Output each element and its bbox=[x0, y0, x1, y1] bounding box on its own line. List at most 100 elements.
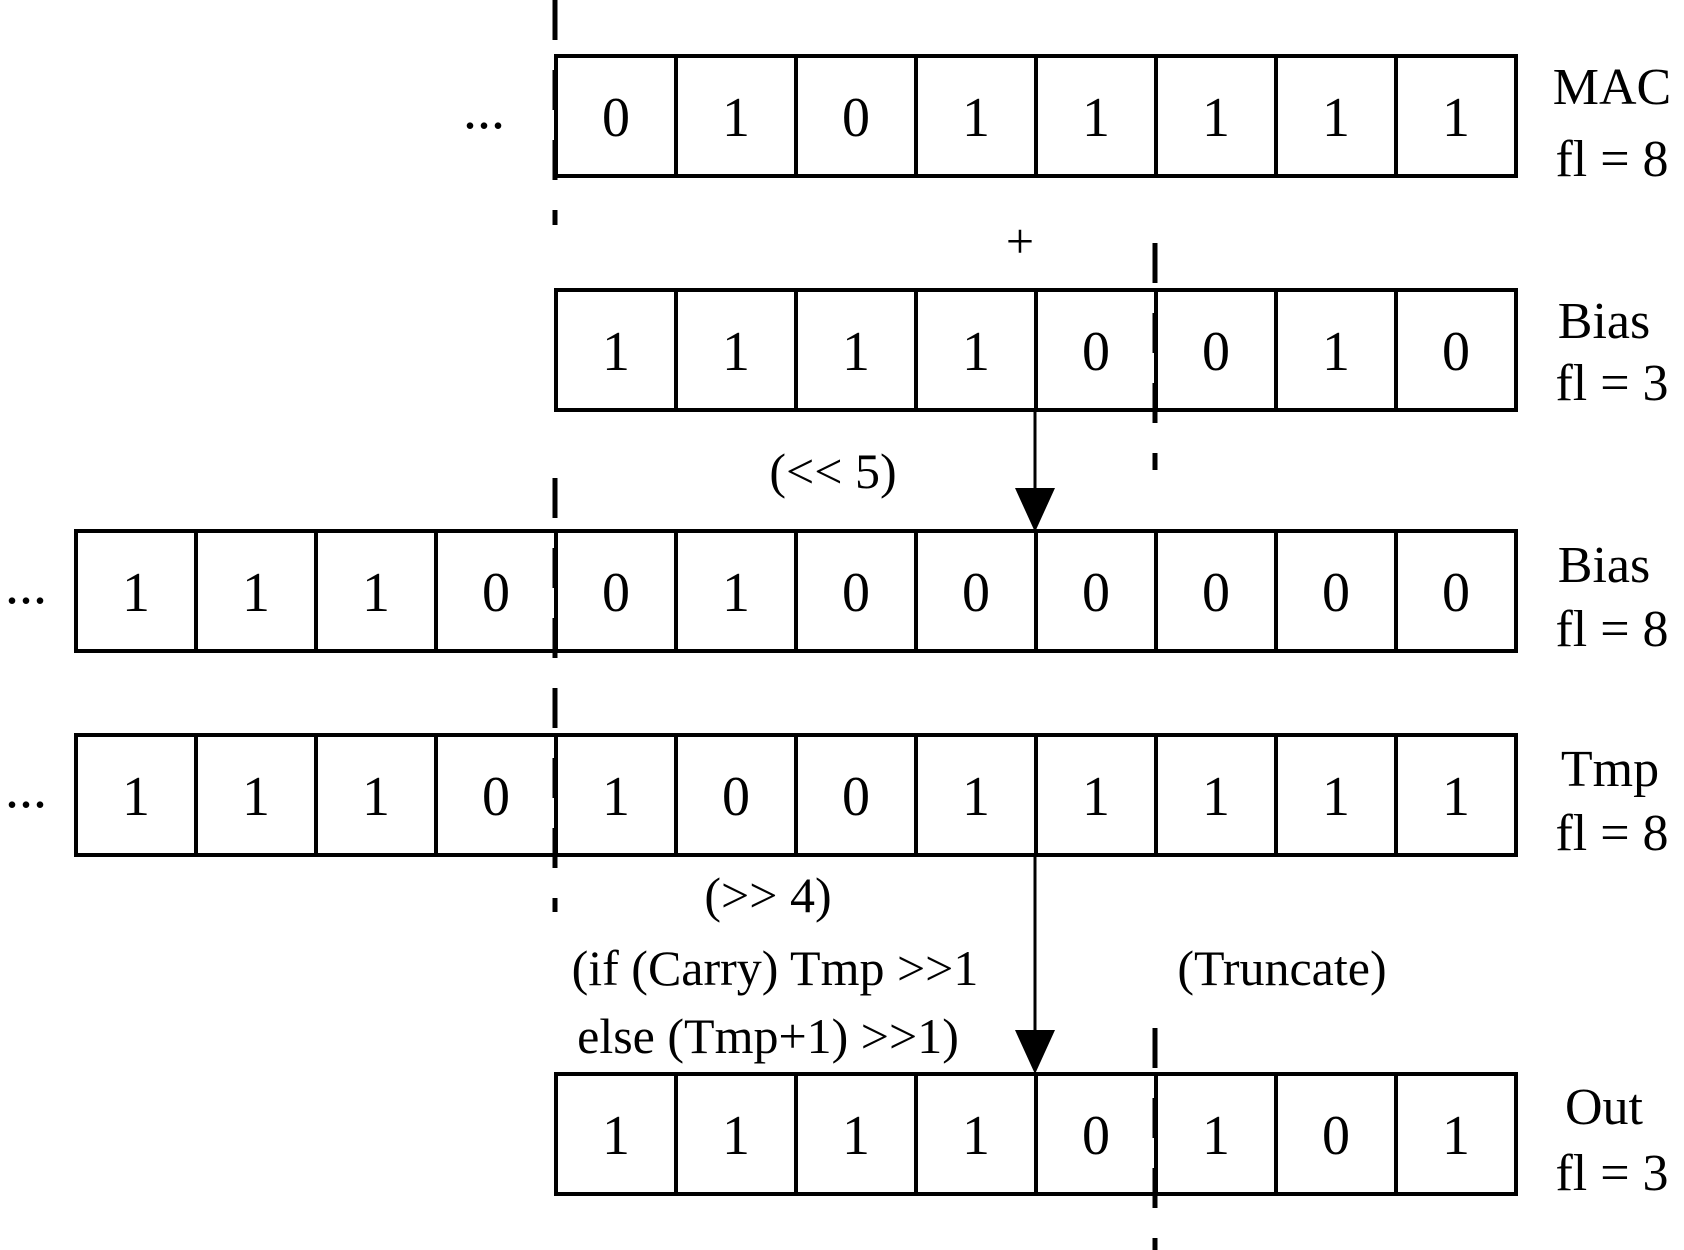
bias3-bit-value: 1 bbox=[602, 321, 630, 383]
bias8-bit-cell bbox=[914, 529, 1038, 653]
bias8-bit-value: 0 bbox=[1322, 562, 1350, 624]
plus-sign: + bbox=[1006, 213, 1034, 269]
truncate-label: (Truncate) bbox=[1177, 940, 1386, 996]
bias8-bit-cell bbox=[1274, 529, 1398, 653]
bias8-bit-cell bbox=[1394, 529, 1518, 653]
out-bit-value: 1 bbox=[722, 1105, 750, 1167]
bias8-bit-cell bbox=[1034, 529, 1158, 653]
bias3-bit-value: 1 bbox=[842, 321, 870, 383]
tmp-bit-value: 0 bbox=[482, 766, 510, 828]
mac-bit-value: 1 bbox=[1082, 87, 1110, 149]
tmp-register-name: Tmp bbox=[1561, 741, 1659, 798]
shift-right-arrow-head bbox=[1015, 1030, 1055, 1074]
tmp-bit-value: 1 bbox=[962, 766, 990, 828]
bias3-bit-value: 0 bbox=[1442, 321, 1470, 383]
mac-bit-cell bbox=[554, 54, 678, 178]
tmp-bit-value: 0 bbox=[722, 766, 750, 828]
mac-bit-value: 0 bbox=[602, 87, 630, 149]
tmp-bit-value: 1 bbox=[242, 766, 270, 828]
tmp-fraction-length: fl = 8 bbox=[1555, 805, 1668, 862]
shift-right-label: (>> 4) bbox=[704, 867, 831, 923]
out-bit-cell bbox=[554, 1072, 678, 1196]
out-bit-value: 1 bbox=[602, 1105, 630, 1167]
binary-point-markers bbox=[552, 0, 1158, 1250]
tmp-bit-cell bbox=[1034, 733, 1158, 857]
bias8-bit-cell bbox=[434, 529, 558, 653]
bias3-bit-cell bbox=[1154, 288, 1278, 412]
bias3-bit-value: 1 bbox=[722, 321, 750, 383]
out-bit-cell bbox=[914, 1072, 1038, 1196]
mac-fraction-length: fl = 8 bbox=[1555, 131, 1668, 188]
out-bit-value: 0 bbox=[1082, 1105, 1110, 1167]
bias8-bit-value: 0 bbox=[1082, 562, 1110, 624]
tmp-bit-cell bbox=[194, 733, 318, 857]
bias3-fraction-length: fl = 3 bbox=[1555, 355, 1668, 412]
out-bit-value: 1 bbox=[842, 1105, 870, 1167]
bias3-bit-value: 0 bbox=[1202, 321, 1230, 383]
bias8-bit-cell bbox=[794, 529, 918, 653]
mac-ellipsis: ... bbox=[463, 79, 505, 141]
tmp-bit-cell bbox=[554, 733, 678, 857]
tmp-bit-cell bbox=[1154, 733, 1278, 857]
bias8-bit-value: 1 bbox=[362, 562, 390, 624]
tmp-bit-value: 1 bbox=[122, 766, 150, 828]
bias3-bit-cell bbox=[914, 288, 1038, 412]
tmp-bit-cell bbox=[74, 733, 198, 857]
rounding-rule-line-2: else (Tmp+1) >>1) bbox=[577, 1008, 959, 1064]
out-bit-cell bbox=[1274, 1072, 1398, 1196]
out-bit-cell bbox=[794, 1072, 918, 1196]
tmp-bit-cell bbox=[1394, 733, 1518, 857]
tmp-bit-value: 1 bbox=[362, 766, 390, 828]
out-bit-cell bbox=[1034, 1072, 1158, 1196]
tmp-bit-value: 1 bbox=[602, 766, 630, 828]
bias8-bit-value: 1 bbox=[122, 562, 150, 624]
bias8-bit-value: 0 bbox=[1202, 562, 1230, 624]
mac-bit-value: 1 bbox=[962, 87, 990, 149]
bias8-bit-value: 0 bbox=[482, 562, 510, 624]
mac-bit-cell bbox=[1034, 54, 1158, 178]
out-bit-value: 1 bbox=[962, 1105, 990, 1167]
mac-register-name: MAC bbox=[1553, 59, 1671, 116]
annotations: + (<< 5) (>> 4) (if (Carry) Tmp >>1 else… bbox=[572, 213, 1387, 1064]
mac-bit-value: 0 bbox=[842, 87, 870, 149]
mac-bit-value: 1 bbox=[1202, 87, 1230, 149]
bias8-bit-value: 0 bbox=[842, 562, 870, 624]
bias8-bit-cell bbox=[674, 529, 798, 653]
tmp-bit-value: 0 bbox=[842, 766, 870, 828]
bias3-bit-value: 1 bbox=[1322, 321, 1350, 383]
shift-left-label: (<< 5) bbox=[769, 443, 896, 499]
mac-bit-cell bbox=[674, 54, 798, 178]
mac-bit-value: 1 bbox=[1322, 87, 1350, 149]
tmp-ellipsis: ... bbox=[5, 758, 47, 820]
bias8-bit-value: 0 bbox=[1442, 562, 1470, 624]
out-bit-value: 1 bbox=[1442, 1105, 1470, 1167]
tmp-bit-cell bbox=[1274, 733, 1398, 857]
tmp-bit-value: 1 bbox=[1442, 766, 1470, 828]
shift-left-arrow-head bbox=[1015, 488, 1055, 532]
flow-arrows bbox=[1015, 410, 1055, 1074]
mac-bit-value: 1 bbox=[722, 87, 750, 149]
bias8-bit-cell bbox=[1154, 529, 1278, 653]
bias3-bit-cell bbox=[794, 288, 918, 412]
tmp-bit-value: 1 bbox=[1202, 766, 1230, 828]
bias3-bit-value: 1 bbox=[962, 321, 990, 383]
bias8-bit-value: 0 bbox=[602, 562, 630, 624]
bias3-bit-cell bbox=[1274, 288, 1398, 412]
rounding-rule-line-1: (if (Carry) Tmp >>1 bbox=[572, 940, 979, 996]
bias8-register-name: Bias bbox=[1558, 537, 1650, 594]
bias8-bit-value: 1 bbox=[722, 562, 750, 624]
mac-bit-cell bbox=[1154, 54, 1278, 178]
out-bit-value: 1 bbox=[1202, 1105, 1230, 1167]
mac-bit-cell bbox=[1394, 54, 1518, 178]
tmp-bit-cell bbox=[434, 733, 558, 857]
out-bit-cell bbox=[1394, 1072, 1518, 1196]
bias8-fraction-length: fl = 8 bbox=[1555, 601, 1668, 658]
bias8-bit-value: 1 bbox=[242, 562, 270, 624]
tmp-bit-value: 1 bbox=[1082, 766, 1110, 828]
